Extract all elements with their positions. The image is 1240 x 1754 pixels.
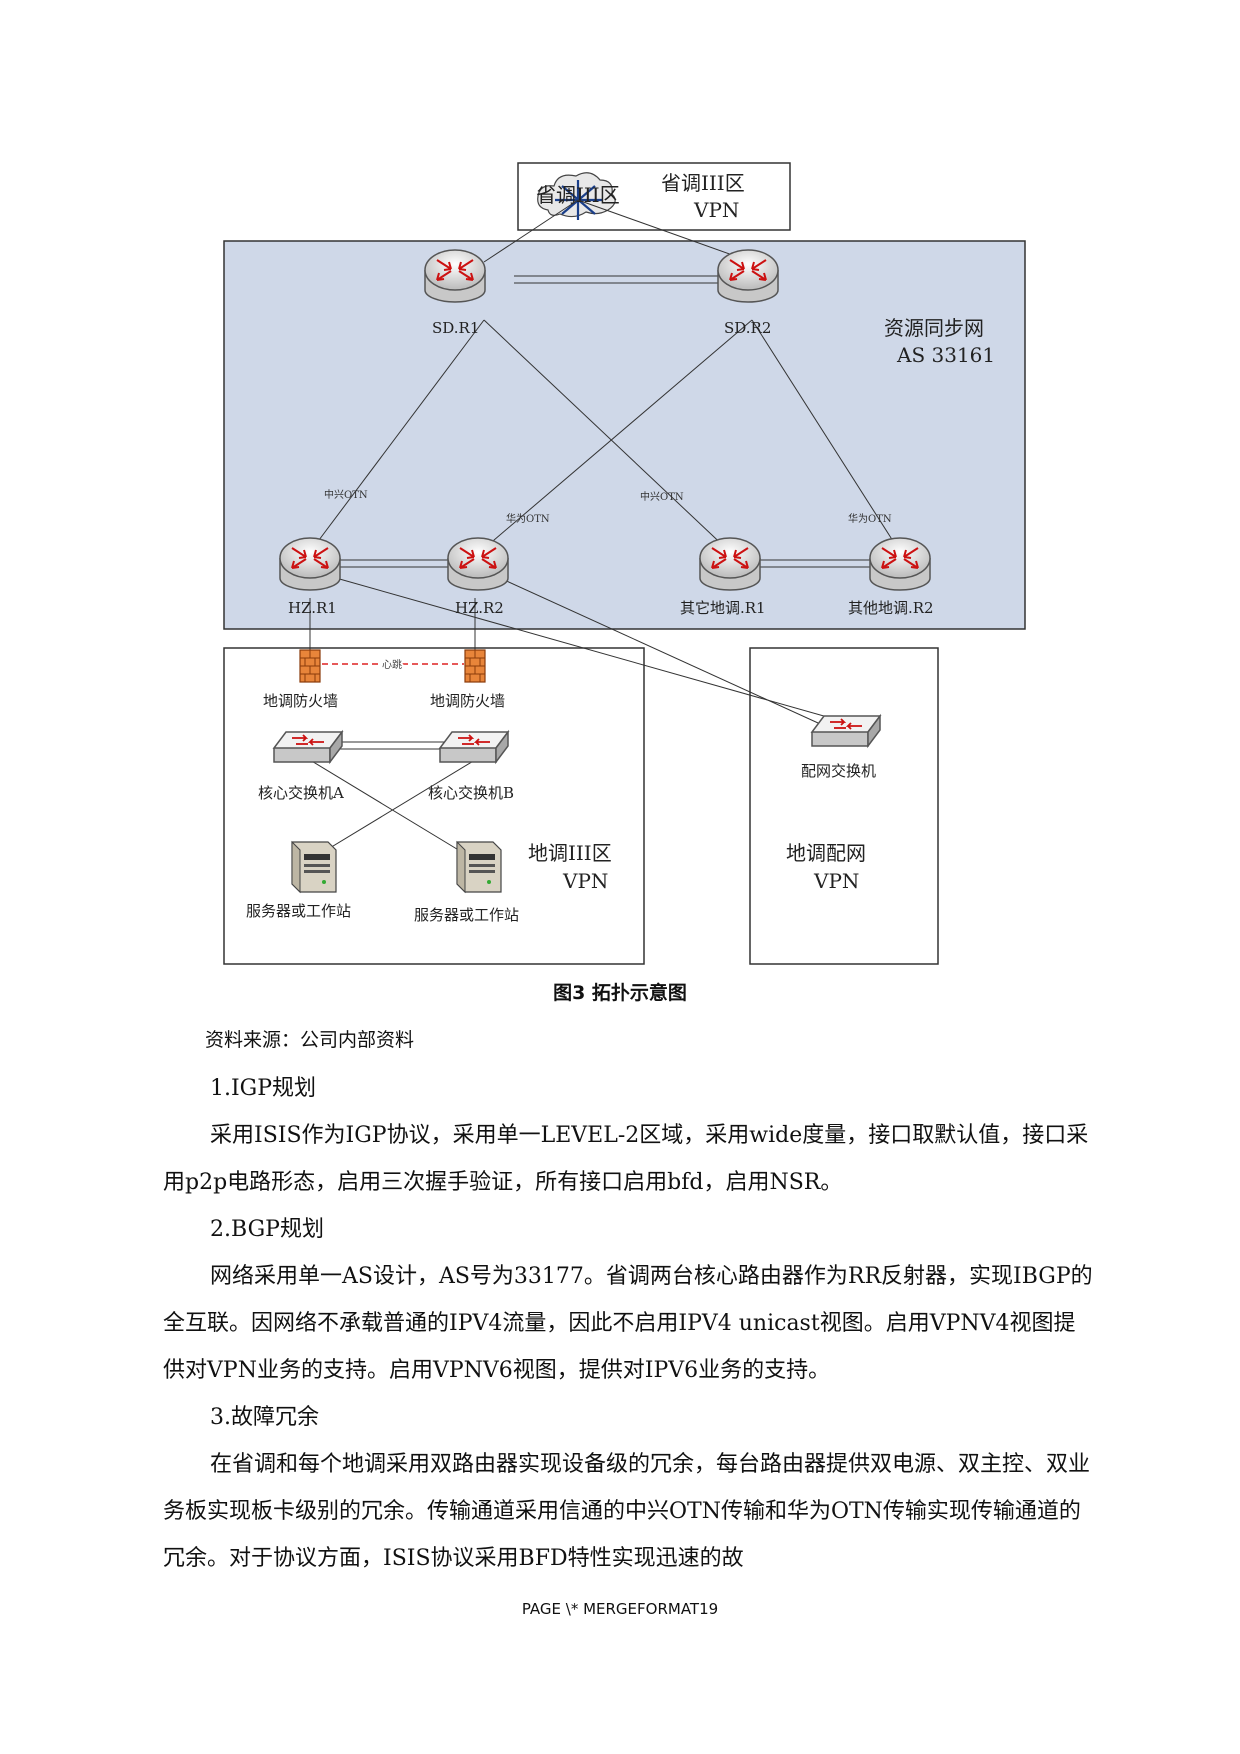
province-vpn-subtitle: VPN [693,198,739,222]
core-switch-a-icon [273,731,343,763]
link-label-zte-otn-2: 中兴OTN [640,490,684,503]
router-other-r1-label: 其它地调.R1 [680,599,766,617]
server-2-label: 服务器或工作站 [414,906,519,924]
router-hz-r2-icon [447,537,509,591]
paragraph-redundancy: 在省调和每个地调采用双路由器实现设备级的冗余，每台路由器提供双电源、双主控、双业… [163,1452,1091,1571]
link-label-huawei-otn-1: 华为OTN [506,512,550,525]
paragraph-igp: 采用ISIS作为IGP协议，采用单一LEVEL-2区域，采用wide度量，接口取… [163,1123,1089,1195]
zone-dist-box [749,647,939,965]
paragraph-bgp: 网络采用单一AS设计，AS号为33177。省调两台核心路由器作为RR反射器，实现… [163,1264,1093,1383]
server-2-icon [456,841,502,893]
figure-source: 资料来源：公司内部资料 [205,1029,415,1051]
server-1-icon [291,841,337,893]
sync-network-as: AS 33161 [896,343,995,367]
zone-dist-title: 地调配网 [786,841,866,865]
router-other-r2-icon [869,537,931,591]
dist-switch-label: 配网交换机 [801,762,876,780]
firewall-1-icon [299,649,321,683]
core-switch-b-label: 核心交换机B [428,784,514,802]
section-heading-igp: 1.IGP规划 [210,1076,317,1101]
router-other-r1-icon [699,537,761,591]
router-sd-r2-label: SD.R2 [724,319,771,337]
router-sd-r2-icon [717,249,779,303]
router-hz-r1-icon [279,537,341,591]
body-text: 1.IGP规划 采用ISIS作为IGP协议，采用单一LEVEL-2区域，采用wi… [163,1065,1093,1582]
core-switch-a-label: 核心交换机A [258,784,344,802]
dist-switch-icon [811,715,881,747]
router-hz-r2-label: HZ.R2 [455,599,504,617]
link-label-zte-otn-1: 中兴OTN [324,488,368,501]
server-1-label: 服务器或工作站 [246,902,351,920]
dual-links [336,275,870,750]
zone-iii-title: 地调III区 [528,841,612,865]
zone-iii-subtitle: VPN [562,869,608,893]
province-vpn-title: 省调III区 [661,171,745,195]
links [309,199,901,861]
link-label-huawei-otn-2: 华为OTN [848,512,892,525]
sync-network-title: 资源同步网 [884,316,984,340]
router-other-r2-label: 其他地调.R2 [848,599,934,617]
core-switch-b-icon [439,731,509,763]
cloud-overlap-label: 省调III区 [536,183,620,207]
section-heading-bgp: 2.BGP规划 [210,1217,324,1242]
firewall-2-icon [464,649,486,683]
router-hz-r1-label: HZ.R1 [288,599,337,617]
network-topology-diagram: 省调III区 省调III区 VPN 资源同步网 AS 33161 心跳 中兴OT… [223,162,1026,965]
section-heading-redundancy: 3.故障冗余 [210,1405,319,1430]
heartbeat-label: 心跳 [382,658,402,671]
firewall-1-label: 地调防火墙 [263,692,338,710]
zone-dist-subtitle: VPN [813,869,859,893]
figure-caption: 图3 拓扑示意图 [553,982,687,1004]
router-sd-r1-label: SD.R1 [432,319,479,337]
zone-iii-box [223,647,645,965]
page-footer: PAGE \* MERGEFORMAT19 [521,1600,719,1618]
router-sd-r1-icon [424,249,486,303]
firewall-2-label: 地调防火墙 [430,692,505,710]
